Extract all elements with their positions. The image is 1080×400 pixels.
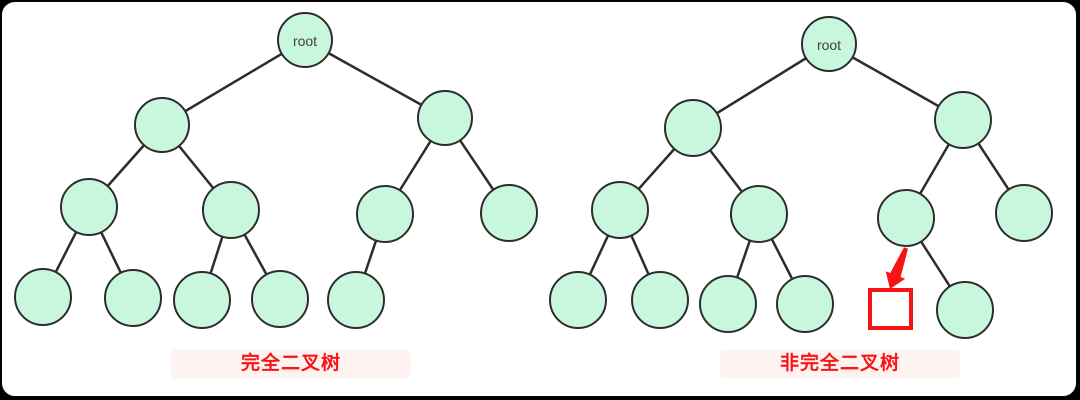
- tree-node-l: [664, 99, 722, 157]
- tree-node-lr: [202, 181, 260, 239]
- tree-node-rr: [480, 184, 538, 242]
- tree-node-lr: [730, 185, 788, 243]
- tree-node-rl: [356, 185, 414, 243]
- caption-complete-binary-tree: 完全二叉树: [171, 350, 411, 378]
- tree-node-lrr: [251, 270, 309, 328]
- tree-node-root: [801, 16, 857, 72]
- complete-binary-tree: root: [14, 12, 538, 329]
- missing-node-arrow-icon: [885, 247, 908, 289]
- tree-node-rlr: [936, 281, 994, 339]
- tree-node-lrl: [699, 275, 757, 333]
- tree-node-rll: [327, 271, 385, 329]
- tree-node-l: [134, 97, 190, 153]
- tree-node-lll: [14, 268, 72, 326]
- tree-node-label: root: [293, 33, 317, 49]
- tree-node-rr: [995, 184, 1053, 242]
- tree-node-lrr: [776, 275, 834, 333]
- tree-node-lrl: [173, 271, 231, 329]
- tree-node-r: [934, 91, 992, 149]
- tree-node-ll: [591, 181, 649, 239]
- tree-node-lll: [549, 271, 607, 329]
- tree-node-ll: [60, 178, 118, 236]
- tree-node-rl: [877, 189, 935, 247]
- caption-incomplete-binary-tree: 非完全二叉树: [720, 350, 960, 378]
- tree-node-root: [277, 12, 333, 68]
- tree-node-label: root: [817, 37, 841, 53]
- missing-node-square: [868, 288, 913, 330]
- tree-node-r: [417, 90, 473, 146]
- tree-node-llr: [104, 269, 162, 327]
- incomplete-binary-tree: root: [549, 16, 1053, 339]
- tree-node-llr: [631, 271, 689, 329]
